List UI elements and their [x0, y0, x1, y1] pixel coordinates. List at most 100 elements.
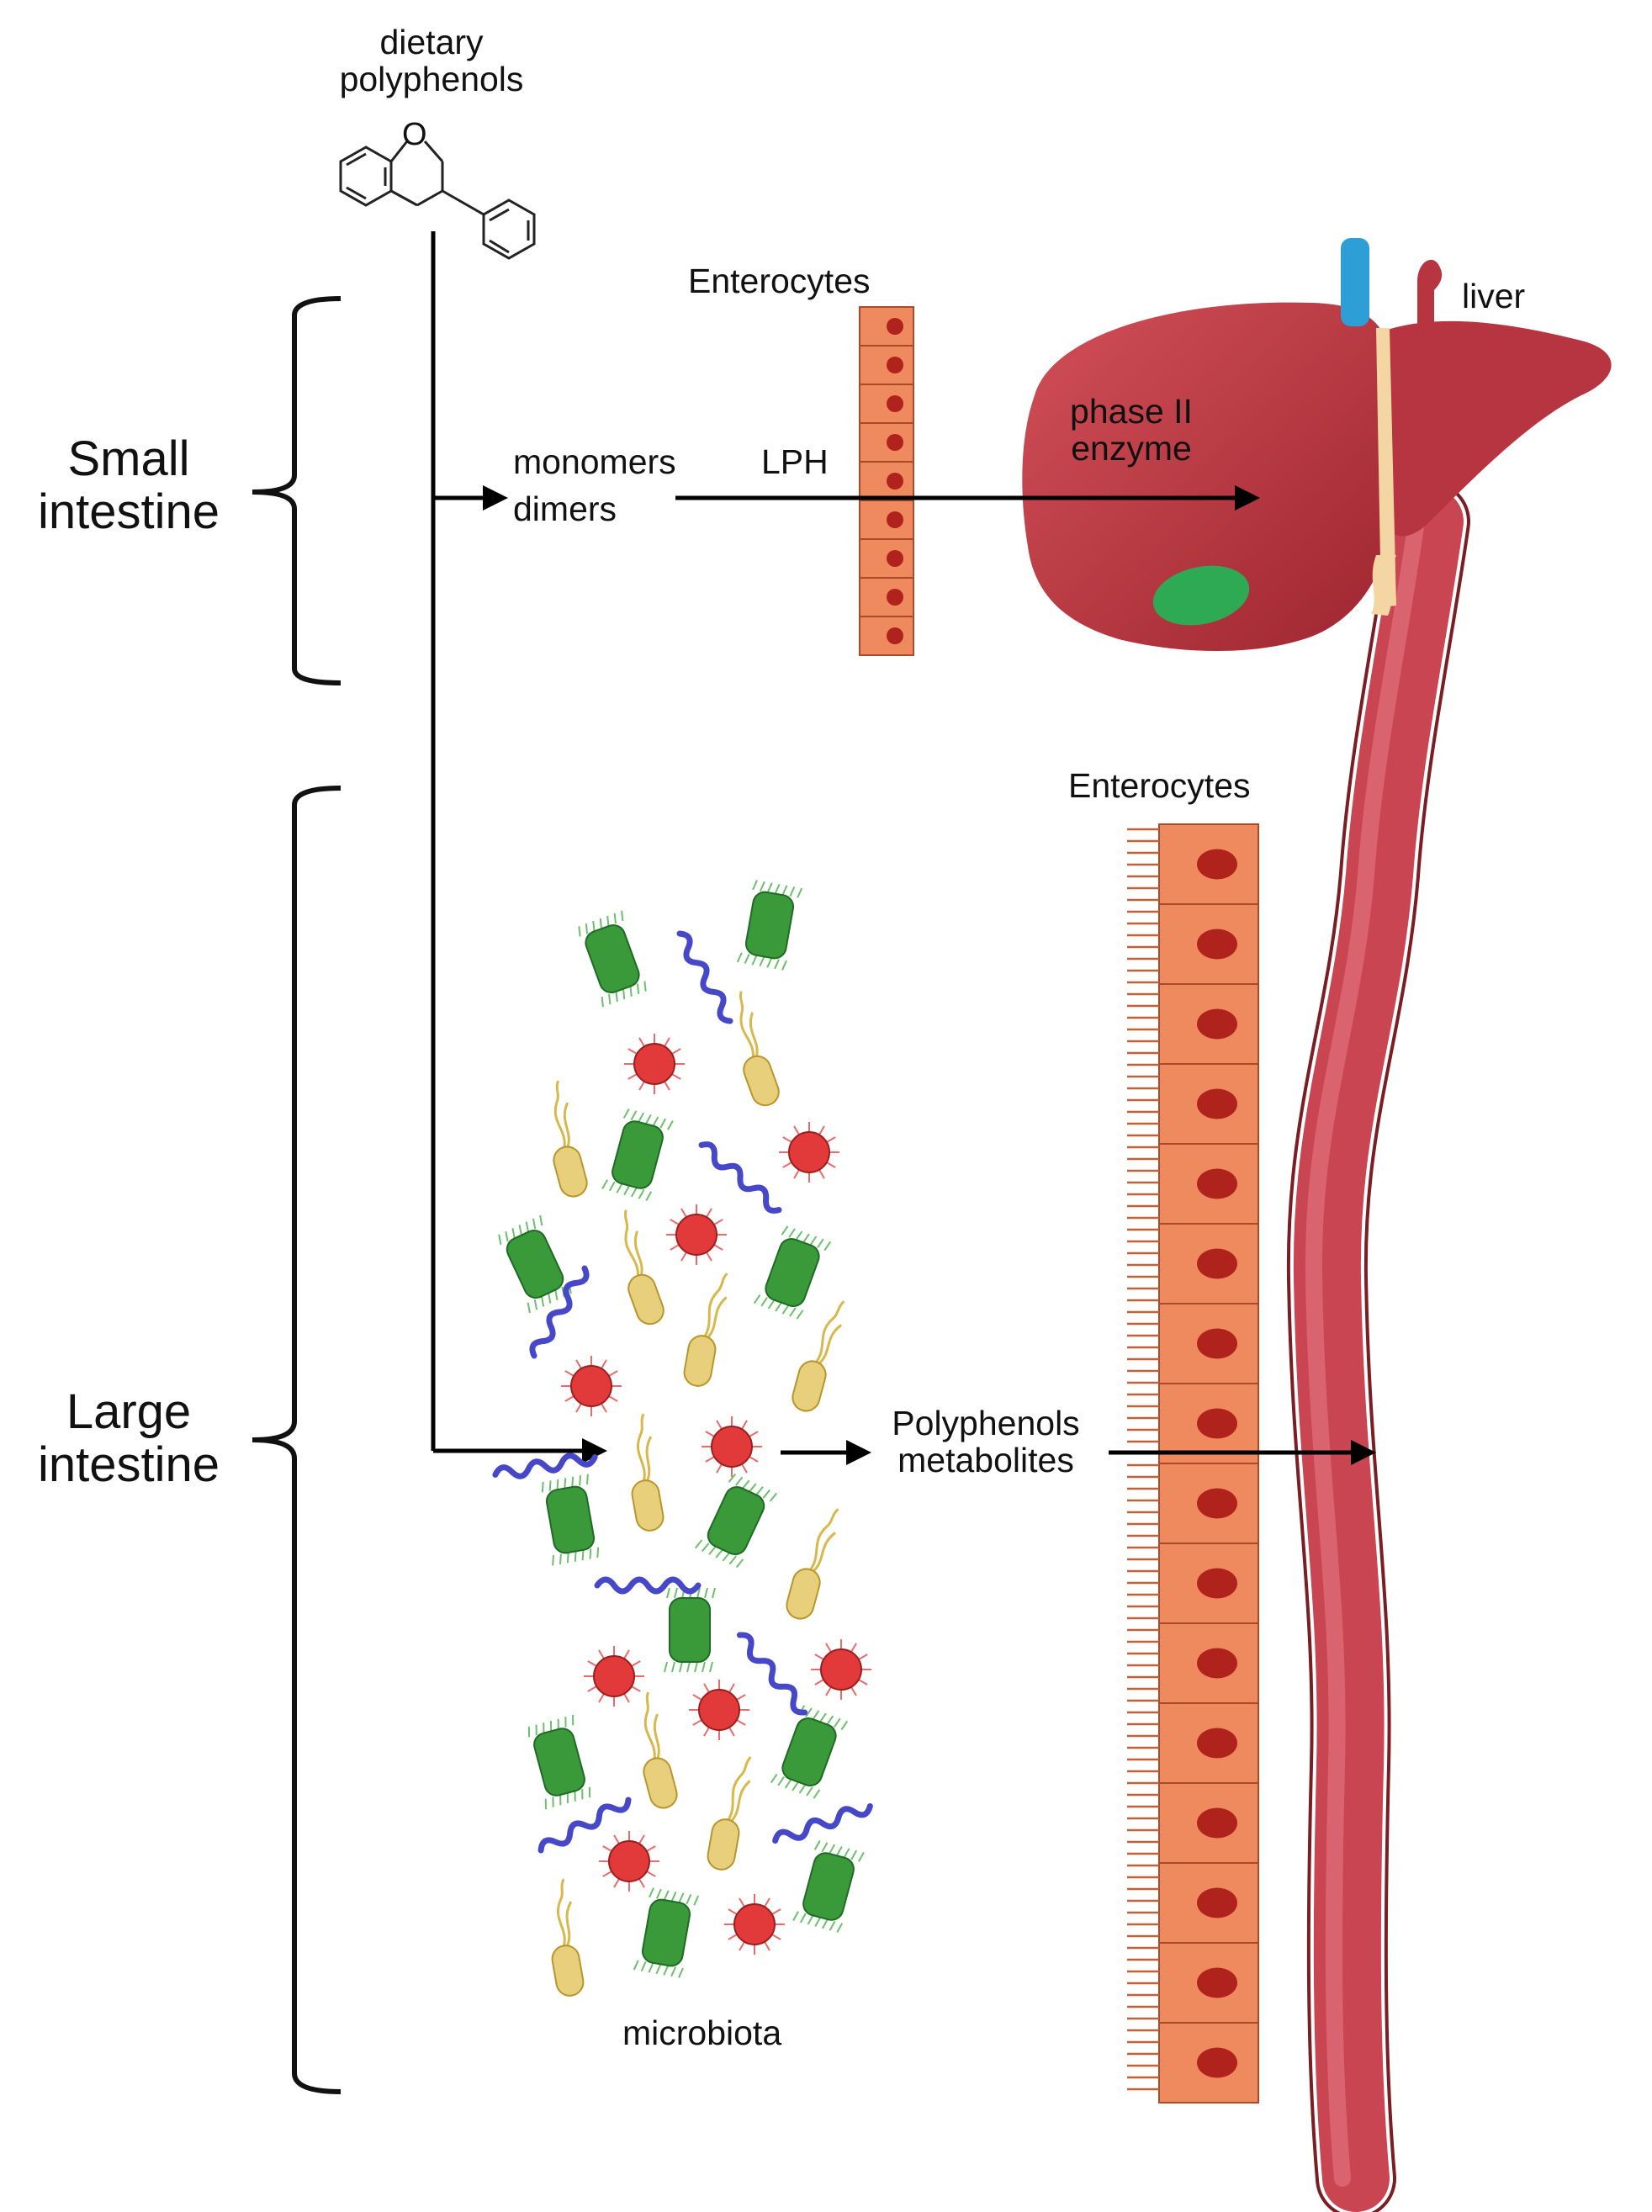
coccus-bacterium-icon [624, 1034, 685, 1094]
nucleus [1197, 1887, 1237, 1918]
spirochete-icon [529, 1265, 590, 1359]
enterocyte-cell [1159, 1463, 1258, 1519]
liver-ligament [1376, 328, 1396, 607]
large-intestine-label: Large intestine [15, 1384, 242, 1491]
enterocyte-cell [1159, 1702, 1258, 1759]
polyphenols-line-2: Polyphenols [892, 1404, 1080, 1442]
lph-label: LPH [761, 442, 829, 481]
enterocyte-cell [887, 318, 903, 335]
nucleus [1197, 1008, 1237, 1040]
rod-bacterium-icon [527, 1714, 591, 1810]
spirochete-icon [736, 1632, 808, 1716]
flagellated-bacterium-icon [739, 991, 780, 1107]
coccus-bacterium-icon [584, 1646, 644, 1707]
rod-bacterium-icon [770, 1705, 849, 1799]
enterocyte-cell [860, 422, 913, 451]
nucleus [1197, 849, 1237, 880]
microbiota-label: microbiota [622, 2014, 782, 2052]
nucleus [1197, 1248, 1237, 1279]
small-intestine-bracket [252, 296, 342, 685]
enterocyte-cell [1159, 1223, 1258, 1279]
large-intestine-bracket [252, 786, 342, 2094]
nucleus [1197, 1967, 1237, 1998]
phase-ii-line: phase II [1070, 392, 1193, 431]
small-intestine-label: Small intestine [15, 432, 242, 538]
microvilli [1127, 828, 1159, 2091]
large-intestine-enterocytes [1127, 823, 1259, 2104]
flagellated-bacterium-icon [683, 1272, 728, 1387]
rod-bacterium-icon [578, 910, 647, 1008]
nucleus [887, 473, 903, 489]
flagellated-bacterium-icon [707, 1755, 752, 1871]
polyphenol-flow [431, 231, 607, 1463]
liver-right-lobe [1379, 320, 1612, 537]
enterocyte-cell [860, 461, 913, 489]
nucleus [887, 434, 903, 451]
spirochete-icon [772, 1802, 873, 1844]
enterocyte-cell [1159, 1862, 1258, 1918]
spirochete-icon [537, 1797, 632, 1854]
liver-organ [1022, 238, 1612, 651]
rod-bacterium-icon [792, 1840, 865, 1933]
nucleus [1197, 1568, 1237, 1599]
liver-label: liver [1462, 277, 1526, 315]
nucleus [887, 357, 903, 373]
dimers-label: dimers [513, 489, 617, 528]
enterocyte-cell [1197, 849, 1237, 880]
nucleus [887, 318, 903, 335]
large-line: Large [66, 1384, 192, 1439]
enterocyte-cell [860, 500, 913, 528]
polyphenols-line: polyphenols [339, 60, 524, 99]
coccus-bacterium-icon [724, 1894, 785, 1955]
rod-bacterium-icon [541, 1474, 600, 1566]
enterocyte-cell [860, 345, 913, 373]
enterocytes-large-label: Enterocytes [1068, 766, 1251, 805]
enterocyte-cell [1159, 2022, 1258, 2078]
nucleus [1197, 2047, 1237, 2078]
spirochete-icon [492, 1453, 598, 1479]
coccus-bacterium-icon [779, 1122, 839, 1183]
enterocyte-cell [1159, 983, 1258, 1040]
gallbladder [1152, 565, 1250, 626]
oxygen-atom-label: O [402, 117, 427, 152]
liver-left-lobe [1022, 302, 1388, 651]
enzyme-line: enzyme [1071, 429, 1192, 468]
flagellated-bacterium-icon [786, 1508, 839, 1620]
metabolites-line: metabolites [897, 1441, 1074, 1480]
nucleus [1197, 1488, 1237, 1519]
coccus-bacterium-icon [811, 1639, 871, 1700]
rod-bacterium-icon [633, 1887, 700, 1978]
nucleus [1197, 1728, 1237, 1759]
enterocyte-cell [1159, 1622, 1258, 1679]
flagellated-bacterium-icon [792, 1300, 845, 1412]
enterocyte-cell [860, 616, 913, 644]
nucleus [887, 589, 903, 606]
enterocyte-cell [1159, 1143, 1258, 1199]
nucleus [1197, 1168, 1237, 1199]
nucleus [1197, 1088, 1237, 1119]
nucleus [1197, 1408, 1237, 1439]
polyphenol-structure-icon [339, 140, 536, 260]
enterocyte-cell [860, 538, 913, 567]
portal-vein [1341, 238, 1369, 326]
coccus-bacterium-icon [561, 1356, 622, 1416]
enterocyte-cell [1159, 1063, 1258, 1119]
nucleus [1197, 1807, 1237, 1839]
benzene-ring-a [339, 146, 393, 207]
spirochete-icon [698, 1141, 782, 1214]
rod-bacterium-icon [601, 1109, 674, 1201]
microbiota-cluster [492, 880, 873, 1997]
nucleus [887, 395, 903, 412]
dietary-polyphenols-label: dietary polyphenols [314, 24, 549, 98]
nucleus [887, 550, 903, 567]
rod-bacterium-icon [498, 1214, 572, 1314]
enterocyte-cell [1159, 1543, 1258, 1599]
nucleus [1197, 929, 1237, 960]
flagellated-bacterium-icon [631, 1413, 665, 1532]
nucleus [1197, 1648, 1237, 1679]
coccus-bacterium-icon [666, 1204, 727, 1265]
spirochete-icon [676, 930, 733, 1024]
coccus-bacterium-icon [599, 1831, 659, 1892]
enterocyte-cell [1159, 1383, 1258, 1439]
